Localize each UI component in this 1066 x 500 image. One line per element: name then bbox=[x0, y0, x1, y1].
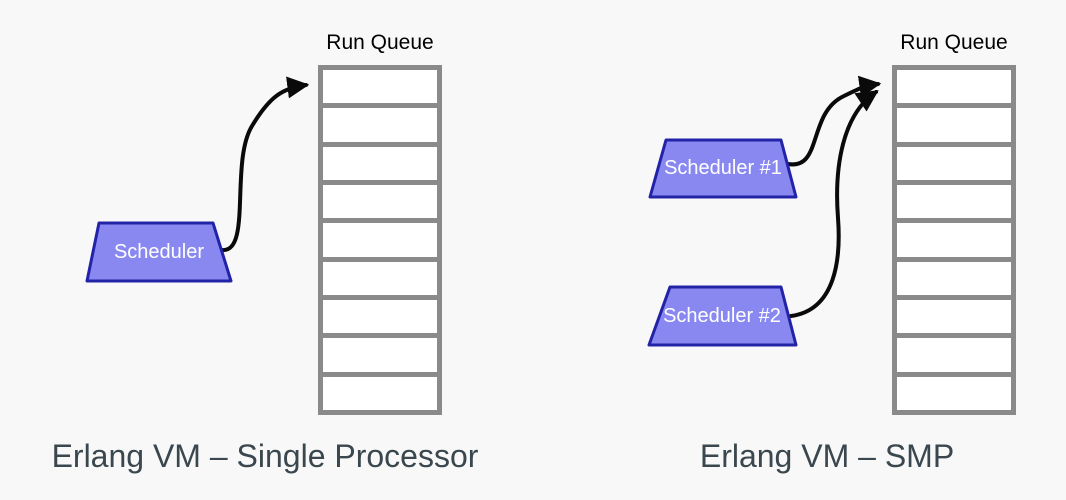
run-queue-cell bbox=[897, 299, 1011, 334]
run-queue-cell bbox=[323, 184, 437, 219]
run-queue-cell bbox=[323, 108, 437, 142]
scheduler2-label: Scheduler #2 bbox=[663, 305, 781, 327]
run-queue-cell bbox=[323, 338, 437, 372]
caption-single-processor: Erlang VM – Single Processor bbox=[51, 438, 479, 474]
run-queue-cell bbox=[897, 338, 1011, 372]
run-queue-cell bbox=[323, 146, 437, 180]
run-queue-single bbox=[318, 65, 442, 415]
run-queue-cell bbox=[897, 70, 1011, 104]
run-queue-cell bbox=[897, 376, 1011, 410]
run-queue-cell bbox=[897, 108, 1011, 142]
arrow-scheduler2-to-runqueue bbox=[789, 90, 879, 318]
run-queue-cell bbox=[323, 70, 437, 104]
scheduler2-shape bbox=[647, 285, 798, 347]
run-queue-cell bbox=[323, 261, 437, 295]
scheduler-shape bbox=[85, 221, 233, 283]
scheduler1-shape bbox=[648, 138, 798, 199]
arrow-scheduler-to-runqueue bbox=[220, 76, 310, 252]
run-queue-cell bbox=[897, 261, 1011, 295]
run-queue-cell bbox=[323, 376, 437, 410]
run-queue-smp bbox=[892, 65, 1016, 415]
run-queue-label-smp: Run Queue bbox=[900, 31, 1008, 54]
caption-smp: Erlang VM – SMP bbox=[699, 438, 955, 474]
scheduler1-label: Scheduler #1 bbox=[664, 157, 782, 179]
run-queue-cell bbox=[897, 184, 1011, 219]
scheduler-label: Scheduler bbox=[113, 241, 205, 263]
run-queue-cell bbox=[323, 299, 437, 334]
run-queue-cell bbox=[897, 223, 1011, 257]
arrow-scheduler1-to-runqueue bbox=[786, 75, 882, 167]
run-queue-label: Run Queue bbox=[326, 31, 434, 54]
run-queue-cell bbox=[323, 223, 437, 257]
run-queue-cell bbox=[897, 146, 1011, 180]
